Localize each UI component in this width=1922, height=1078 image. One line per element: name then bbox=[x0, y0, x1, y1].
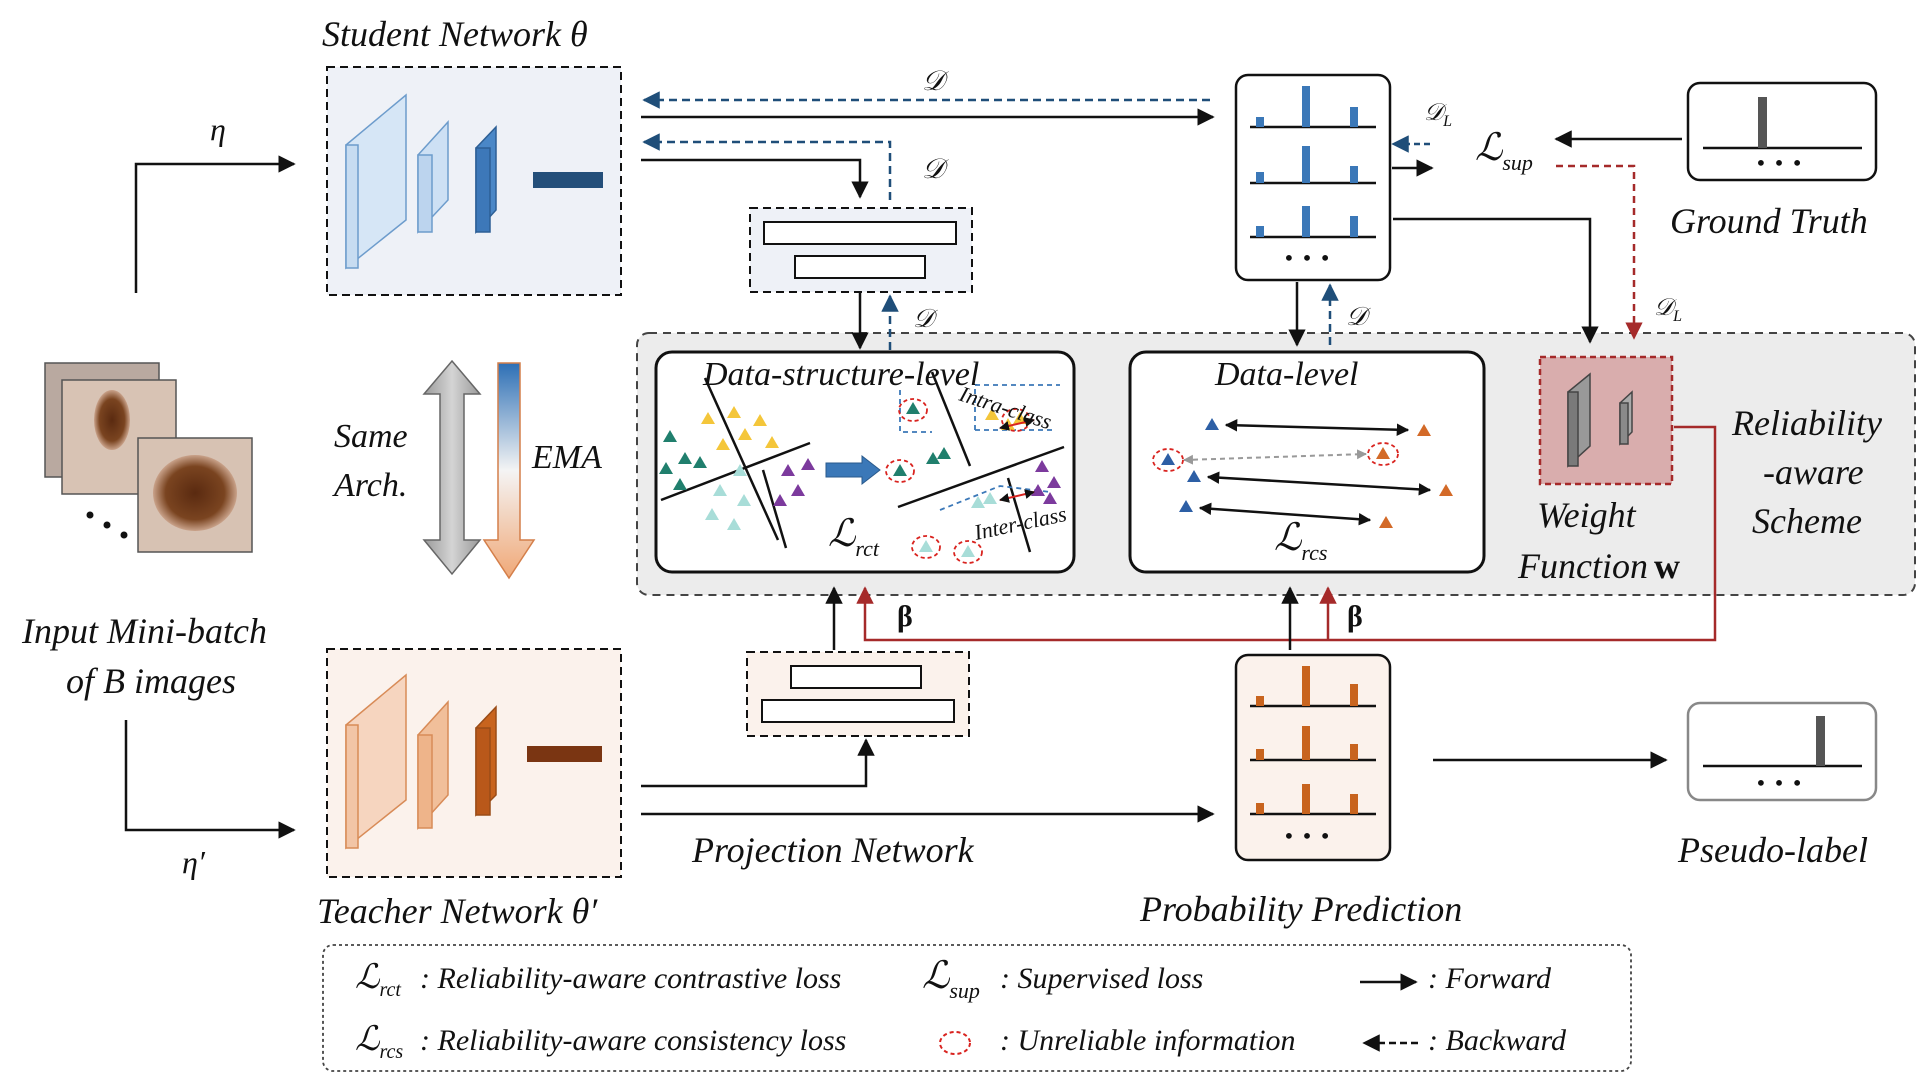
feature-space-left bbox=[659, 377, 815, 549]
d-label-proj: 𝒟 bbox=[922, 154, 949, 185]
pseudo-label-bar bbox=[1816, 716, 1825, 766]
legend-box bbox=[322, 944, 1632, 1072]
projection-network-label: Projection Network bbox=[691, 830, 975, 870]
pseudo-label-caption: Pseudo-label bbox=[1677, 830, 1868, 870]
legend-unreliable-marker bbox=[939, 1031, 971, 1055]
same-arch-line1: Same bbox=[334, 418, 408, 455]
legend-rct-desc: : Reliability-aware contrastive loss bbox=[420, 962, 841, 995]
reliability-scheme-line1: Reliability bbox=[1731, 403, 1882, 443]
reliability-scheme-line3: Scheme bbox=[1752, 501, 1862, 541]
reliability-scheme-line2: -aware bbox=[1763, 452, 1864, 492]
same-arch-arrow bbox=[422, 359, 482, 576]
beta-red-line bbox=[856, 425, 1717, 642]
sup-to-weight-backward bbox=[1556, 164, 1643, 340]
input-caption-line2: of B images bbox=[66, 661, 236, 701]
d-label-ds: 𝒟 bbox=[913, 304, 938, 333]
data-level-pairs bbox=[1152, 418, 1453, 528]
teacher-network-title: Teacher Network θ′ bbox=[317, 891, 598, 931]
teacher-prob-bars bbox=[1250, 666, 1376, 816]
same-arch-line2: Arch. bbox=[332, 467, 407, 504]
ema-label: EMA bbox=[531, 439, 602, 476]
teacher-projection-box bbox=[746, 651, 970, 737]
proj-to-student-backward bbox=[642, 133, 892, 200]
pseudo-label-box bbox=[1686, 701, 1878, 802]
pseudo-label-ellipsis: • • • bbox=[1755, 771, 1803, 795]
transform-arrow bbox=[825, 454, 881, 486]
beta-label-ds: β bbox=[897, 600, 913, 633]
input-caption-line1: Input Mini-batch bbox=[21, 611, 267, 651]
legend-rcs-symbol: ℒrcs bbox=[355, 1021, 403, 1063]
prob-to-weight-forward bbox=[1393, 217, 1599, 344]
eta-arrow bbox=[134, 155, 296, 293]
ground-truth-ellipsis: • • • bbox=[1755, 151, 1803, 175]
teacher-conv-layers bbox=[345, 673, 602, 850]
legend-forward-desc: : Forward bbox=[1428, 962, 1552, 995]
weight-function-box bbox=[1538, 355, 1674, 486]
student-to-proj-forward bbox=[641, 158, 869, 199]
legend-sup-symbol: ℒsup bbox=[922, 955, 980, 1003]
legend-rct-symbol: ℒrct bbox=[355, 959, 401, 1001]
feature-space-right bbox=[885, 371, 1065, 564]
student-fc-layer bbox=[533, 172, 603, 188]
l-rcs-label: ℒrcs bbox=[1274, 517, 1327, 565]
ema-arrow bbox=[482, 362, 536, 580]
teacher-prob-ellipsis: • • • bbox=[1283, 824, 1331, 848]
legend-sup-desc: : Supervised loss bbox=[1000, 962, 1203, 995]
student-prob-bars bbox=[1250, 86, 1376, 239]
beta-label-dl: β bbox=[1347, 600, 1363, 633]
legend-rcs-desc: : Reliability-aware consistency loss bbox=[420, 1024, 846, 1057]
weight-function-layers bbox=[1567, 372, 1633, 468]
student-projection-box bbox=[749, 207, 973, 293]
ground-truth-label: Ground Truth bbox=[1670, 201, 1868, 241]
student-conv-layers bbox=[345, 93, 603, 270]
data-level-title: Data-level bbox=[1214, 356, 1359, 393]
student-prob-ellipsis: • • • bbox=[1283, 246, 1331, 270]
weight-function-line1: Weight bbox=[1537, 495, 1637, 535]
legend-backward-desc: : Backward bbox=[1428, 1024, 1567, 1057]
teacher-to-proj-forward bbox=[641, 738, 875, 788]
l-sup-label: ℒsup bbox=[1475, 127, 1533, 175]
dl-label-weight: 𝒟L bbox=[1654, 295, 1682, 325]
d-label-top: 𝒟 bbox=[922, 66, 949, 97]
ground-truth-bar bbox=[1758, 97, 1767, 148]
legend-unreliable-desc: : Unreliable information bbox=[1000, 1024, 1296, 1057]
dl-label-sup: 𝒟L bbox=[1424, 100, 1452, 130]
eta-prime-arrow bbox=[124, 720, 296, 839]
student-network-title: Student Network θ bbox=[322, 14, 588, 54]
eta-label: η bbox=[210, 111, 226, 147]
probability-prediction-label: Probability Prediction bbox=[1139, 889, 1462, 929]
teacher-fc-layer bbox=[527, 746, 602, 762]
eta-prime-label: η′ bbox=[182, 844, 206, 880]
ground-truth-box bbox=[1686, 81, 1878, 182]
input-images bbox=[44, 362, 253, 553]
l-rct-label: ℒrct bbox=[828, 513, 880, 561]
d-label-dl: 𝒟 bbox=[1346, 302, 1371, 331]
